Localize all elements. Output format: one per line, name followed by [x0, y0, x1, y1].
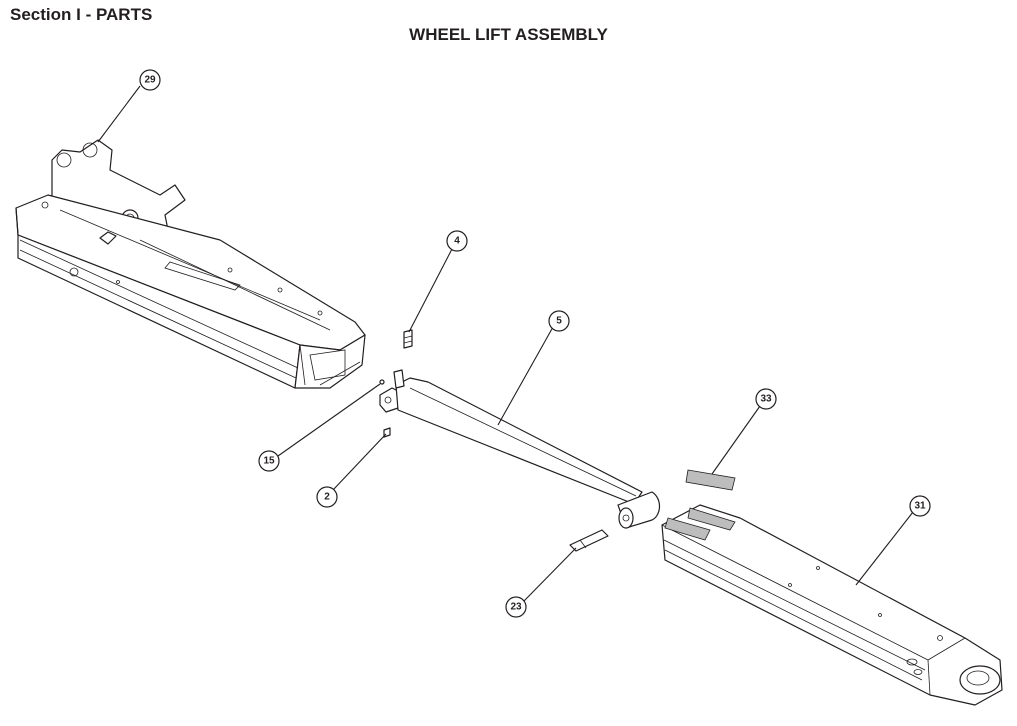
callout-31: 31: [909, 495, 931, 517]
leader-line-2: [332, 433, 387, 491]
leader-line-15: [277, 383, 381, 457]
callout-29: 29: [139, 69, 161, 91]
section-title: Section I - PARTS: [10, 5, 153, 24]
leader-line-23: [523, 547, 577, 602]
fitting-15-part: [379, 379, 385, 385]
callout-15-label: 15: [263, 456, 275, 467]
inner-boom-part: [661, 504, 1003, 706]
callout-33-label: 33: [760, 394, 772, 405]
callout-15: 15: [258, 450, 280, 472]
pin-part: [569, 529, 609, 552]
callout-23-label: 23: [510, 602, 522, 613]
callout-23: 23: [505, 596, 527, 618]
callout-29-label: 29: [144, 75, 156, 86]
callout-5: 5: [548, 310, 570, 332]
callout-2: 2: [316, 486, 338, 508]
leader-line-4: [408, 248, 453, 333]
leader-line-33: [711, 405, 761, 475]
page-title: WHEEL LIFT ASSEMBLY: [409, 25, 608, 44]
callout-4-label: 4: [454, 236, 460, 247]
wheel-lift-frame-part: [15, 139, 366, 389]
callout-4: 4: [446, 230, 468, 252]
hydraulic-fitting-part: [403, 329, 413, 349]
hydraulic-cylinder-part: [379, 369, 661, 529]
callout-31-label: 31: [914, 501, 926, 512]
callout-33: 33: [755, 388, 777, 410]
leader-line-5: [497, 326, 554, 426]
callout-5-label: 5: [556, 316, 562, 327]
leader-line-29: [97, 85, 141, 143]
wear-pad-part: [685, 469, 736, 491]
callout-2-label: 2: [324, 492, 330, 503]
leader-line-31: [855, 511, 914, 586]
